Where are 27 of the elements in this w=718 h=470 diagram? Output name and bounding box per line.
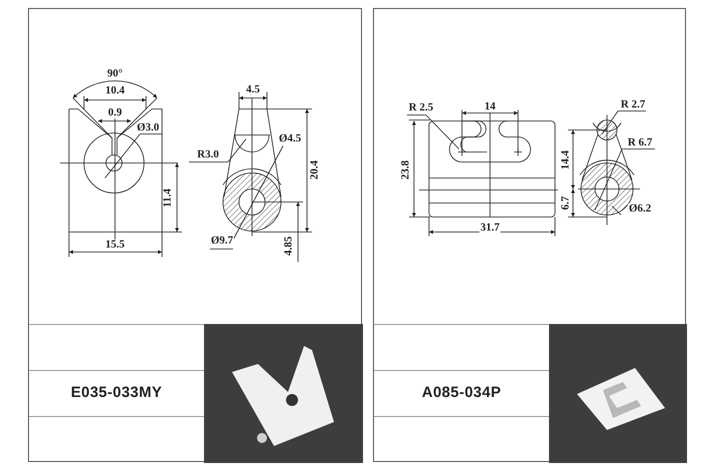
dimension-label: 11.4	[162, 188, 174, 208]
dimension-label: 90°	[106, 68, 124, 80]
drawing-sheet	[28, 8, 362, 462]
part-number: E035-033MY	[70, 383, 162, 404]
photo-placeholder	[204, 324, 363, 463]
dimension-label: 4.5	[245, 84, 261, 96]
dimension-label: Ø3.0	[136, 122, 160, 134]
dimension-label: 10.4	[104, 86, 126, 96]
dimension-label: Ø4.5	[278, 134, 302, 144]
dimension-label: 23.8	[400, 159, 412, 181]
dimension-label: R 2.7	[620, 100, 646, 110]
drawing-sheet	[373, 8, 686, 462]
dimension-label: 15.5	[104, 240, 126, 250]
dimension-label: 6.7	[560, 195, 572, 211]
dimension-label: R3.0	[196, 150, 220, 160]
dimension-label: 20.4	[310, 159, 320, 181]
dimension-label: Ø9.7	[210, 236, 234, 246]
dimension-label: 31.7	[479, 222, 501, 234]
dimension-label: 4.85	[284, 235, 294, 257]
photo-placeholder	[549, 324, 687, 463]
dimension-label: 14.4	[560, 149, 572, 171]
dimension-label: R 6.7	[626, 138, 654, 148]
part-number: A085-034P	[422, 383, 502, 404]
dimension-label: 0.9	[107, 108, 123, 118]
dimension-label: Ø6.2	[628, 204, 652, 214]
dimension-label: 14	[484, 102, 496, 112]
dimension-label: R 2.5	[408, 102, 434, 114]
